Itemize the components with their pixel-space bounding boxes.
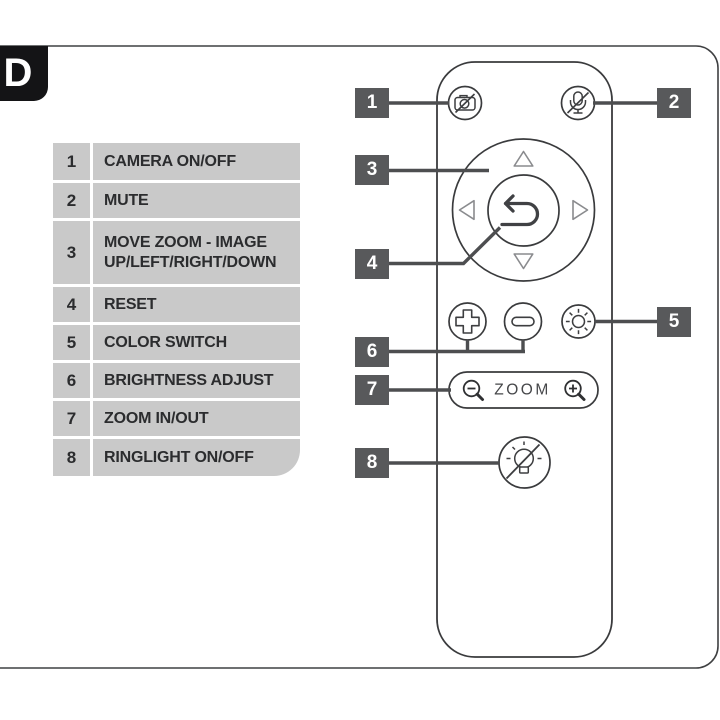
up-triangle-icon bbox=[513, 150, 534, 167]
legend-row-number: 2 bbox=[53, 183, 90, 218]
legend-row-label: RINGLIGHT ON/OFF bbox=[93, 439, 300, 476]
legend-row: 8 RINGLIGHT ON/OFF bbox=[53, 439, 300, 476]
return-arrow-icon bbox=[500, 194, 540, 227]
zoom-rocker: ZOOM bbox=[448, 371, 599, 409]
callout-line-4 bbox=[389, 226, 502, 266]
zoom-out-magnifier-icon bbox=[462, 379, 484, 401]
color-switch-button bbox=[561, 304, 596, 339]
callout-box-8: 8 bbox=[355, 448, 389, 478]
legend-row-number: 1 bbox=[53, 143, 90, 180]
callout-box-7: 7 bbox=[355, 375, 389, 405]
legend-row: 4 RESET bbox=[53, 287, 300, 322]
minus-icon bbox=[511, 316, 535, 327]
dpad-center-button bbox=[487, 174, 560, 247]
camera-off-icon bbox=[454, 93, 476, 114]
legend-row-label: MOVE ZOOM - IMAGE UP/LEFT/RIGHT/DOWN bbox=[93, 221, 300, 284]
callout-box-1: 1 bbox=[355, 88, 389, 118]
legend-row-label: CAMERA ON/OFF bbox=[93, 143, 300, 180]
legend-row-number: 6 bbox=[53, 363, 90, 398]
mic-mute-icon bbox=[566, 91, 590, 114]
legend-row: 7 ZOOM IN/OUT bbox=[53, 401, 300, 436]
zoom-in-magnifier-icon bbox=[564, 379, 586, 401]
left-triangle-icon bbox=[458, 199, 475, 221]
legend-row: 2 MUTE bbox=[53, 183, 300, 218]
legend-row: 6 BRIGHTNESS ADJUST bbox=[53, 363, 300, 398]
ringlight-bulb-off-icon bbox=[505, 441, 542, 480]
mute-button bbox=[560, 85, 596, 121]
legend-row-label: COLOR SWITCH bbox=[93, 325, 300, 360]
legend-row-label: RESET bbox=[93, 287, 300, 322]
plus-icon bbox=[455, 309, 480, 334]
brightness-plus-button bbox=[448, 302, 487, 341]
legend-row-number: 5 bbox=[53, 325, 90, 360]
legend-table: 1 CAMERA ON/OFF 2 MUTE 3 MOVE ZOOM - IMA… bbox=[53, 143, 300, 479]
zoom-label: ZOOM bbox=[494, 382, 551, 399]
sun-icon bbox=[565, 308, 592, 335]
ringlight-button bbox=[498, 436, 551, 489]
legend-row: 1 CAMERA ON/OFF bbox=[53, 143, 300, 180]
legend-row: 5 COLOR SWITCH bbox=[53, 325, 300, 360]
legend-row-label: BRIGHTNESS ADJUST bbox=[93, 363, 300, 398]
legend-row-number: 3 bbox=[53, 221, 90, 284]
camera-on-off-button bbox=[447, 85, 483, 121]
section-tab: D bbox=[0, 46, 48, 101]
callout-box-5: 5 bbox=[657, 307, 691, 337]
page-frame bbox=[0, 45, 719, 669]
legend-row-number: 4 bbox=[53, 287, 90, 322]
dpad bbox=[451, 138, 596, 282]
legend-row: 3 MOVE ZOOM - IMAGE UP/LEFT/RIGHT/DOWN bbox=[53, 221, 300, 284]
callout-box-2: 2 bbox=[657, 88, 691, 118]
callout-line-6 bbox=[389, 339, 525, 354]
legend-row-label: ZOOM IN/OUT bbox=[93, 401, 300, 436]
brightness-minus-button bbox=[503, 302, 543, 341]
callout-box-4: 4 bbox=[355, 249, 389, 279]
down-triangle-icon bbox=[513, 253, 534, 270]
right-triangle-icon bbox=[572, 199, 589, 221]
callout-lines bbox=[389, 101, 657, 465]
legend-row-label: MUTE bbox=[93, 183, 300, 218]
legend-row-number: 8 bbox=[53, 439, 90, 476]
legend-row-number: 7 bbox=[53, 401, 90, 436]
callout-box-3: 3 bbox=[355, 155, 389, 185]
callout-box-6: 6 bbox=[355, 337, 389, 367]
